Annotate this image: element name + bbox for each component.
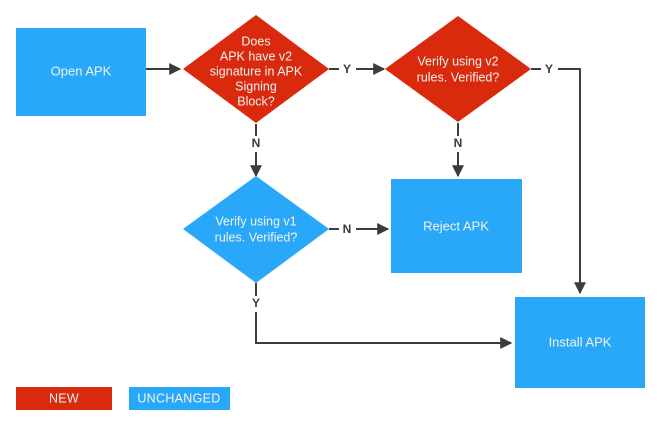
legend-label-unchanged: UNCHANGED <box>137 391 220 405</box>
edge-verifyv1-no: N <box>329 222 390 236</box>
edge-label-verifyv1-no: N <box>343 222 352 236</box>
node-install-apk[interactable]: Install APK <box>515 297 645 388</box>
edge-verifyv2-yes: Y <box>531 62 586 295</box>
edge-label-verifyv2-yes: Y <box>545 62 553 76</box>
edge-label-verifyv1-yes: Y <box>252 296 260 310</box>
edge-hasv2-no: N <box>250 124 262 178</box>
edge-verifyv1-yes: Y <box>252 283 513 349</box>
legend-label-new: NEW <box>49 391 79 405</box>
edge-label-hasv2-no: N <box>252 136 261 150</box>
edge-hasv2-yes: Y <box>329 62 386 76</box>
edge-label-hasv2-yes: Y <box>343 62 351 76</box>
node-verify-v2[interactable]: Verify using v2 rules. Verified? <box>385 16 531 122</box>
node-reject-apk[interactable]: Reject APK <box>391 179 522 273</box>
legend-item-new: NEW <box>16 387 112 410</box>
edge-label-verifyv2-no: N <box>454 136 463 150</box>
node-has-v2-signature[interactable]: Does APK have v2 signature in APK Signin… <box>183 15 329 123</box>
legend-item-unchanged: UNCHANGED <box>129 387 230 410</box>
node-verify-v1[interactable]: Verify using v1 rules. Verified? <box>183 176 329 283</box>
node-open-apk[interactable]: Open APK <box>16 28 146 116</box>
legend: NEW UNCHANGED <box>16 387 230 410</box>
edge-verifyv2-no: N <box>452 123 464 178</box>
